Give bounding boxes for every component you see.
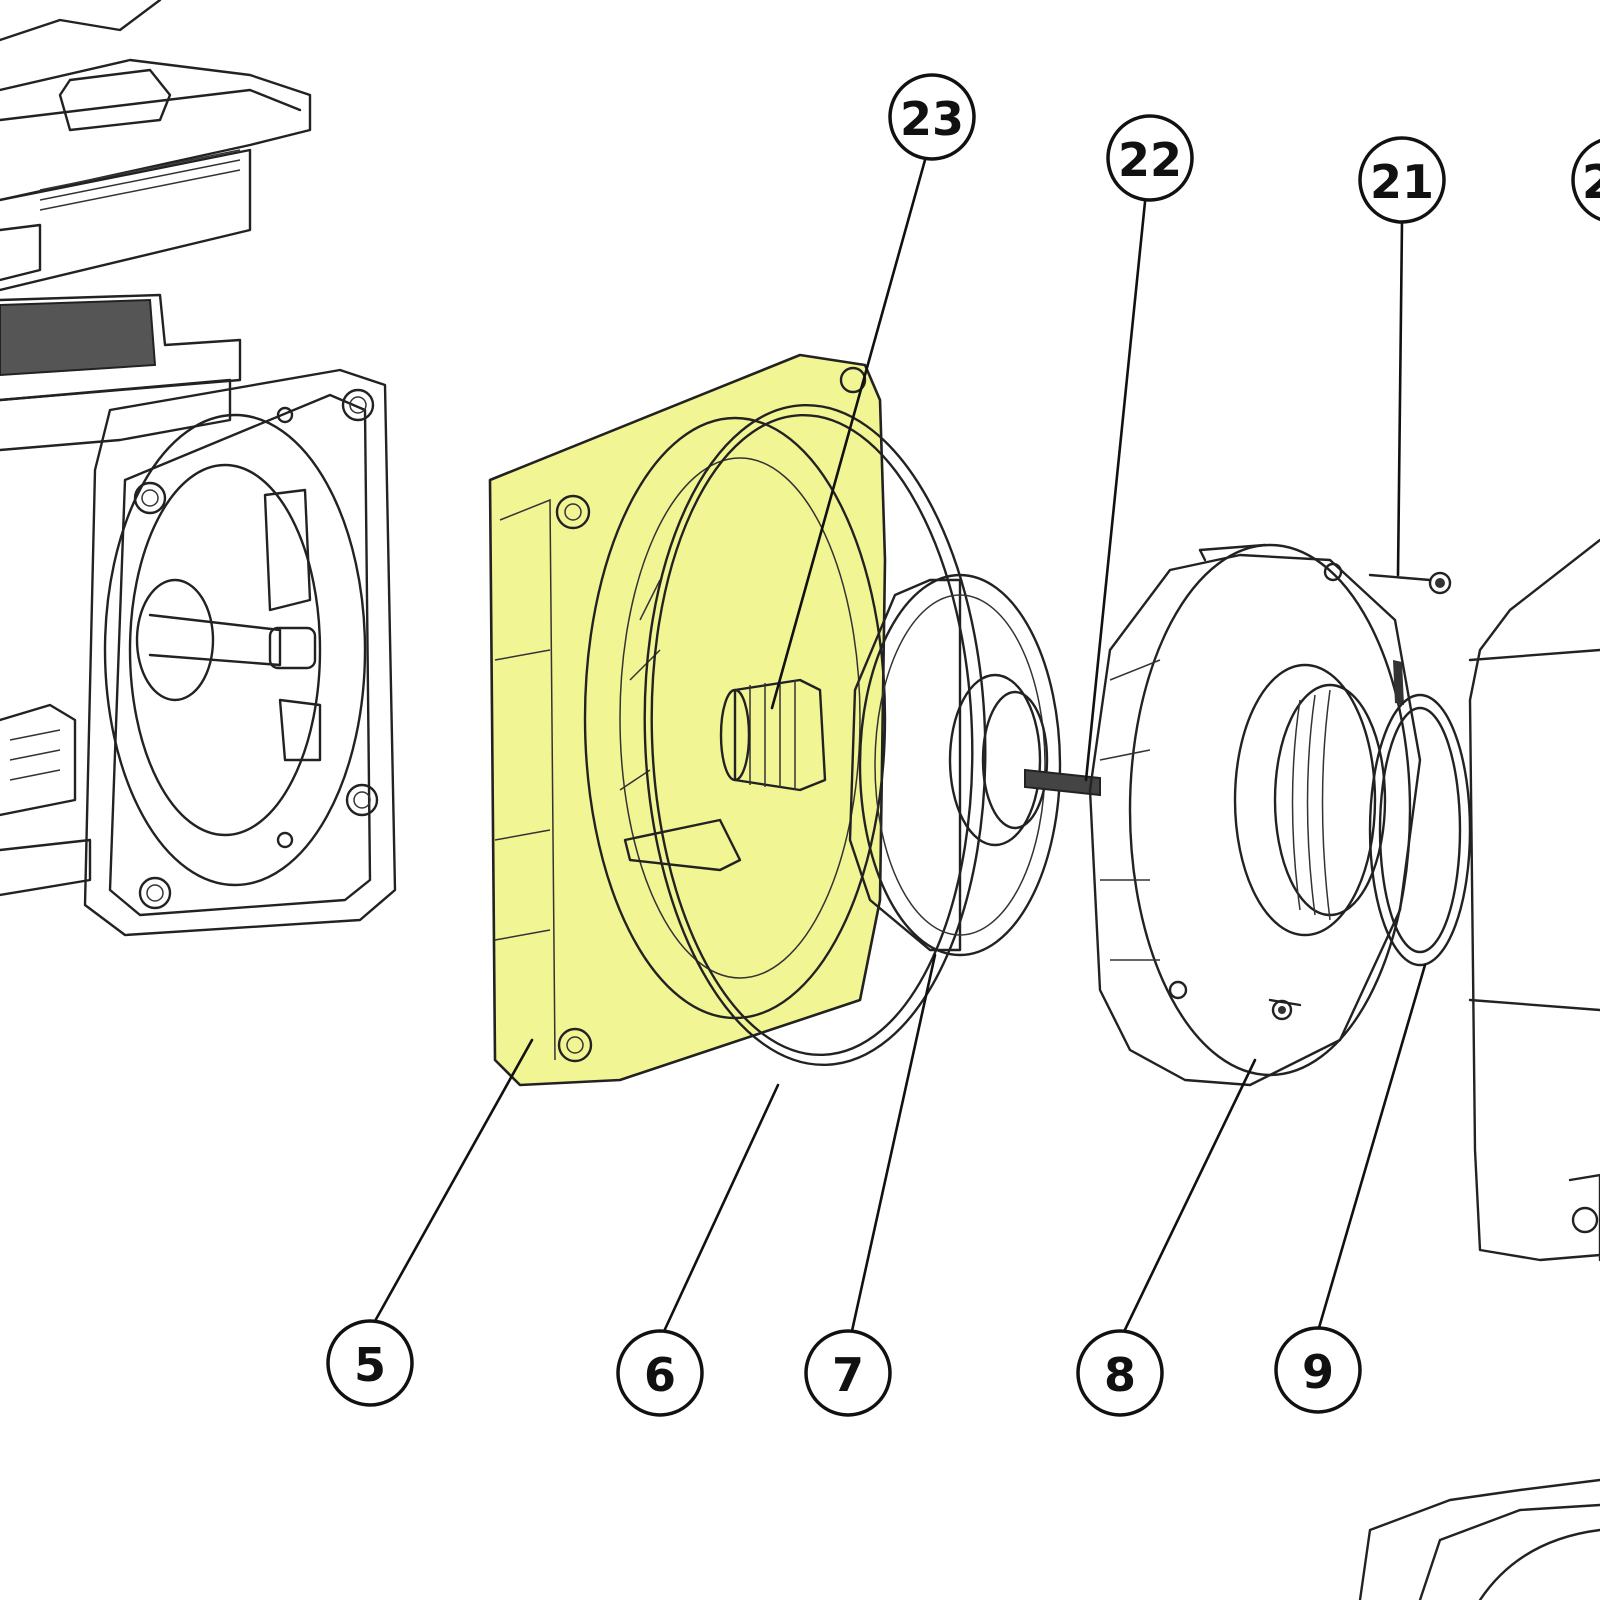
pump-casing-highlighted	[488, 353, 887, 1087]
callout-22: 22	[1106, 114, 1194, 202]
callout-5: 5	[326, 1319, 414, 1407]
callout-9: 9	[1274, 1326, 1362, 1414]
stud-screw	[1024, 768, 1101, 797]
callout-6: 6	[616, 1329, 704, 1417]
pump-body	[1468, 538, 1600, 1262]
callout-label: 5	[354, 1338, 386, 1392]
callout-label: 2	[1582, 155, 1600, 209]
small-screw	[1268, 571, 1452, 1021]
impeller	[848, 573, 1062, 957]
callout-label: 6	[644, 1348, 676, 1402]
callout-7: 7	[804, 1329, 892, 1417]
callout-label: 21	[1370, 155, 1434, 209]
diffuser-cover	[1088, 543, 1422, 1087]
callout-23: 23	[888, 73, 976, 161]
callout-label: 7	[832, 1348, 864, 1402]
callout-label: 8	[1104, 1348, 1136, 1402]
callout-label: 23	[900, 92, 964, 146]
wear-ring	[1368, 693, 1472, 967]
callout-21: 21	[1358, 136, 1446, 224]
motor-housing	[0, 0, 397, 937]
callout-label: 22	[1118, 133, 1182, 187]
bottom-part	[1358, 1478, 1600, 1600]
callout-label: 9	[1302, 1345, 1334, 1399]
o-ring	[643, 403, 987, 1067]
callout-cropped: 2	[1571, 138, 1600, 222]
leader-lines	[368, 158, 1427, 1342]
callout-8: 8	[1076, 1329, 1164, 1417]
